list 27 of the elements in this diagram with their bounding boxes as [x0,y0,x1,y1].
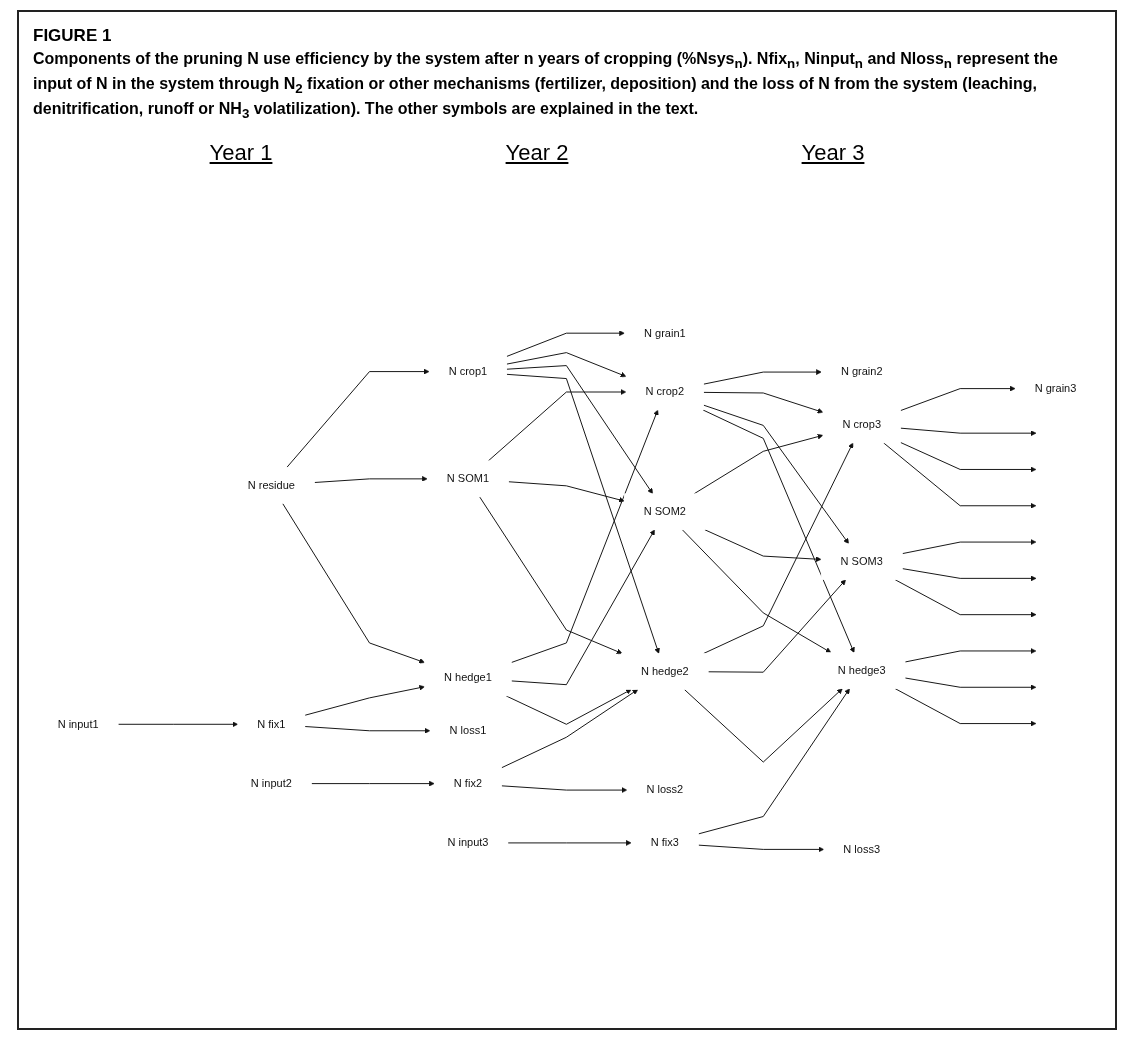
node-text: N fix2 [453,777,483,791]
node-text: N grain1 [644,327,686,340]
node-text: N SOM1 [446,473,490,486]
node-text: N fix3 [650,837,679,850]
node-text: N grain2 [840,366,883,379]
node-text: N loss3 [843,843,881,856]
figure-caption: Components of the pruning N use efficiency by the system after n years of cropping (%Nsys$_{n}$). Nfix$_{n}$, Ninput$_{n}$ and Nloss$_{n}$ represent the input of N in the system through N$_{2}$ fixation or other mechanisms (fertilizer, deposition) and the loss of N from the system (leaching, denitrification, runoff or NH$_{3}$ volatilization). The other symbols are explained in the text. [33,49,1059,124]
node-text: N loss2 [646,784,684,797]
column-heading: Year 2 [505,139,569,166]
node-text: N crop3 [842,419,882,432]
node-text: N SOM2 [643,505,686,519]
node-text: N input3 [447,837,489,850]
node-text: N grain3 [1034,382,1077,396]
node-text: N hedge3 [837,664,886,678]
column-heading: Year 1 [209,139,273,166]
node-text: N residue [247,479,295,492]
node-text: N hedge1 [444,672,492,685]
node-text: N fix1 [257,718,286,731]
node-text: N SOM3 [840,555,883,569]
node-text: N crop2 [645,386,685,399]
node-text: N input2 [250,777,292,791]
column-heading: Year 3 [801,139,865,166]
node-text: N hedge2 [640,665,689,678]
node-text: N input1 [57,718,99,731]
node-text: N loss1 [449,724,487,738]
node-text: N crop1 [448,365,488,379]
figure-title: FIGURE 1 [33,26,112,46]
